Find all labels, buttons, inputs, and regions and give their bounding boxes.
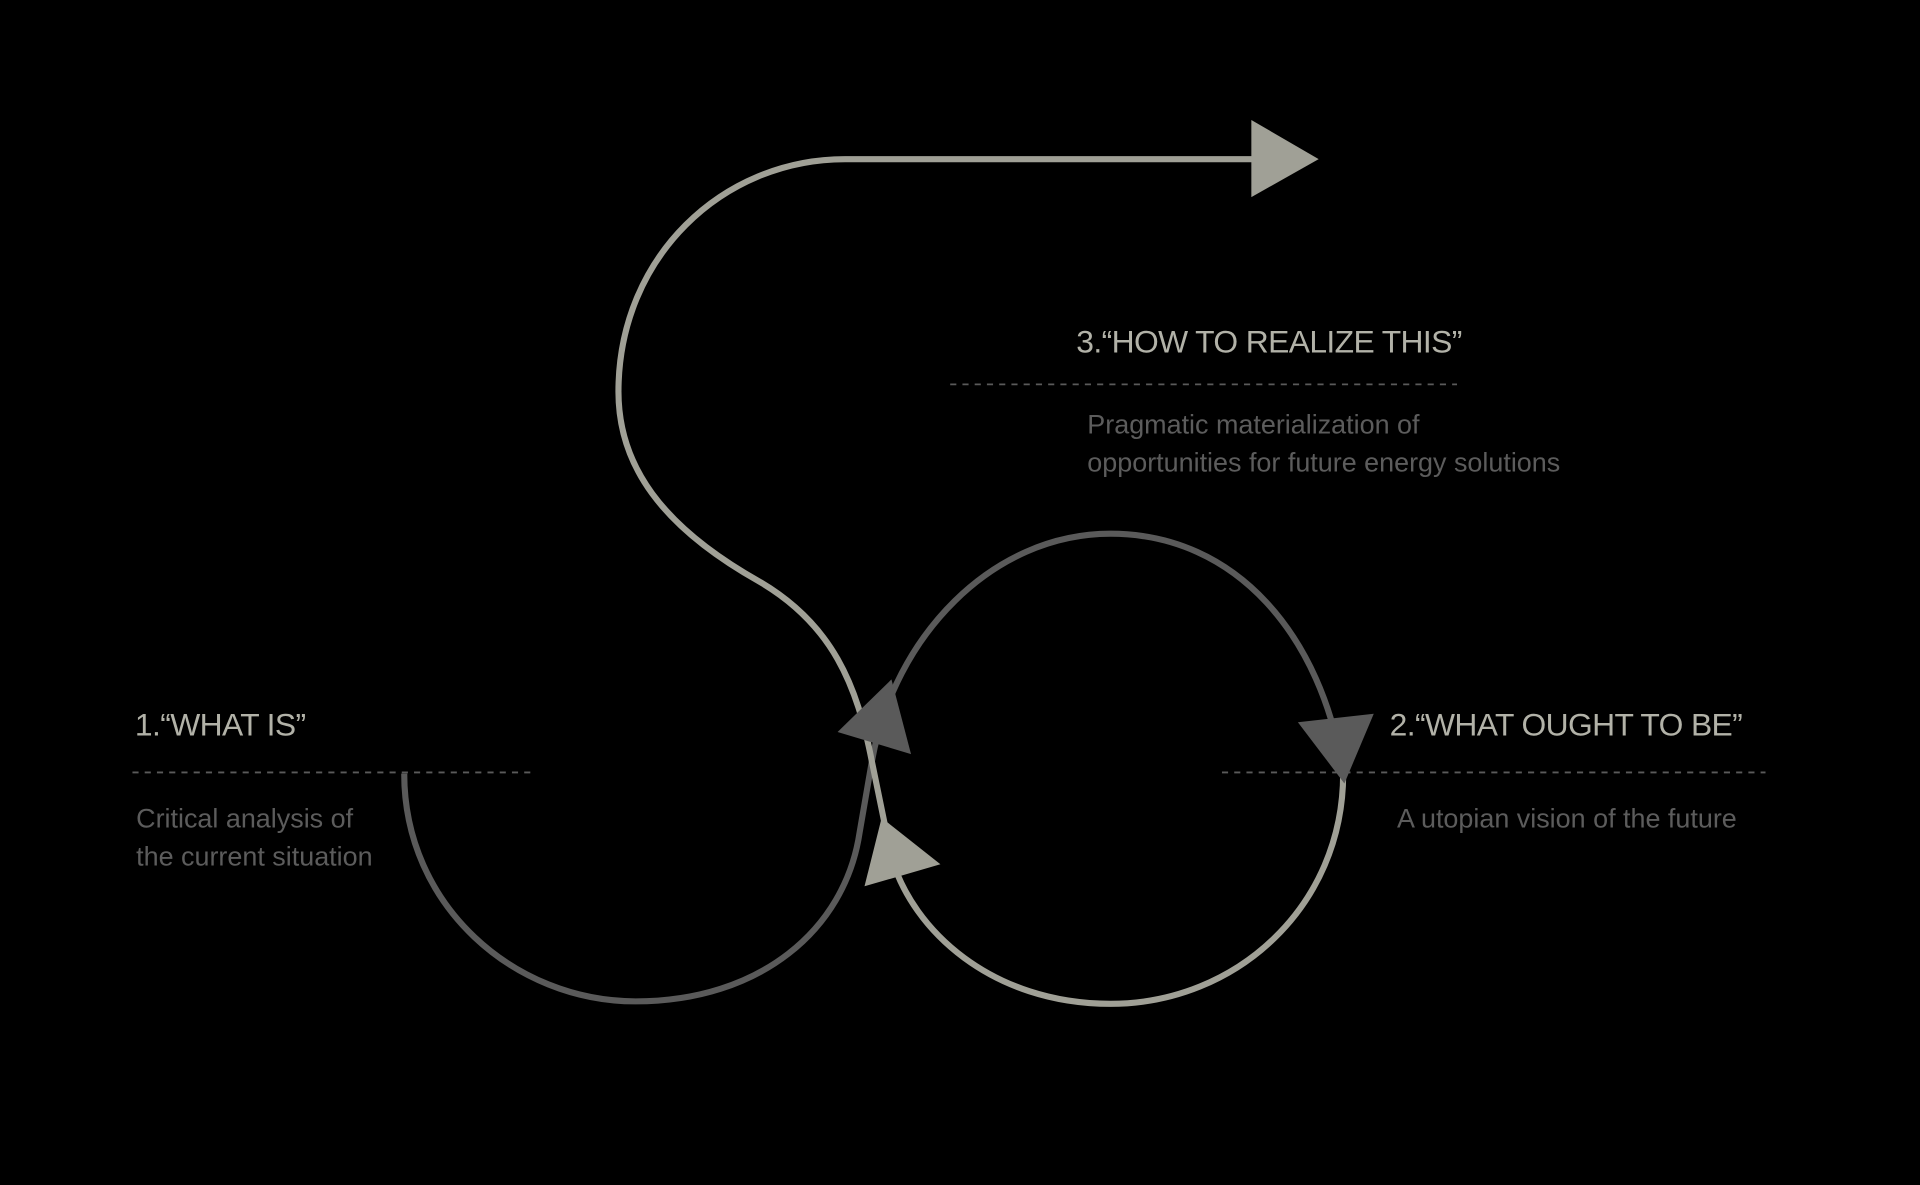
- step-3-text-line: opportunities for future energy solution…: [1087, 447, 1560, 477]
- step-1-heading: 1.“WHAT IS”: [135, 707, 306, 743]
- dark-arrowhead-down-icon: [1297, 713, 1374, 784]
- step-1-text-line: the current situation: [136, 841, 372, 871]
- step-2-heading: 2.“WHAT OUGHT TO BE”: [1390, 707, 1742, 743]
- light-arrowhead-up-icon: [864, 817, 941, 887]
- step-2-text-line: A utopian vision of the future: [1397, 804, 1737, 834]
- step-3-text-line: Pragmatic materialization of: [1087, 409, 1420, 439]
- light-path: [615, 156, 1347, 1007]
- dark-arrowhead-up-icon: [837, 679, 912, 755]
- step-1-text-line: Critical analysis of: [136, 804, 353, 834]
- output-arrowhead-icon: [1251, 119, 1319, 198]
- step-3-heading: 3.“HOW TO REALIZE THIS”: [1076, 324, 1461, 360]
